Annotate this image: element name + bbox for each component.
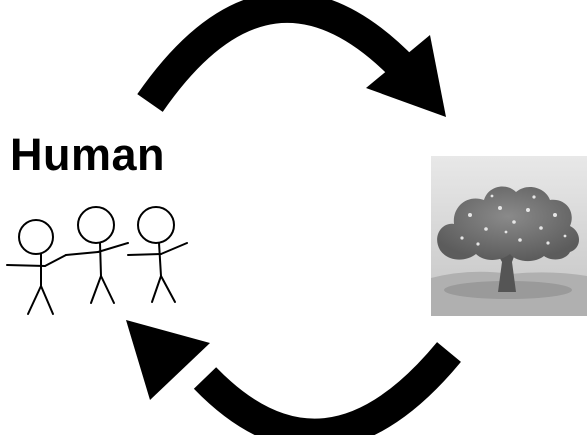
stick-figure-group-icon xyxy=(6,206,188,315)
human-label: Human xyxy=(10,129,166,180)
curved-arrow-left-icon xyxy=(126,320,461,435)
tree-photo-icon xyxy=(431,156,587,316)
curved-arrow-right-icon xyxy=(137,0,446,117)
